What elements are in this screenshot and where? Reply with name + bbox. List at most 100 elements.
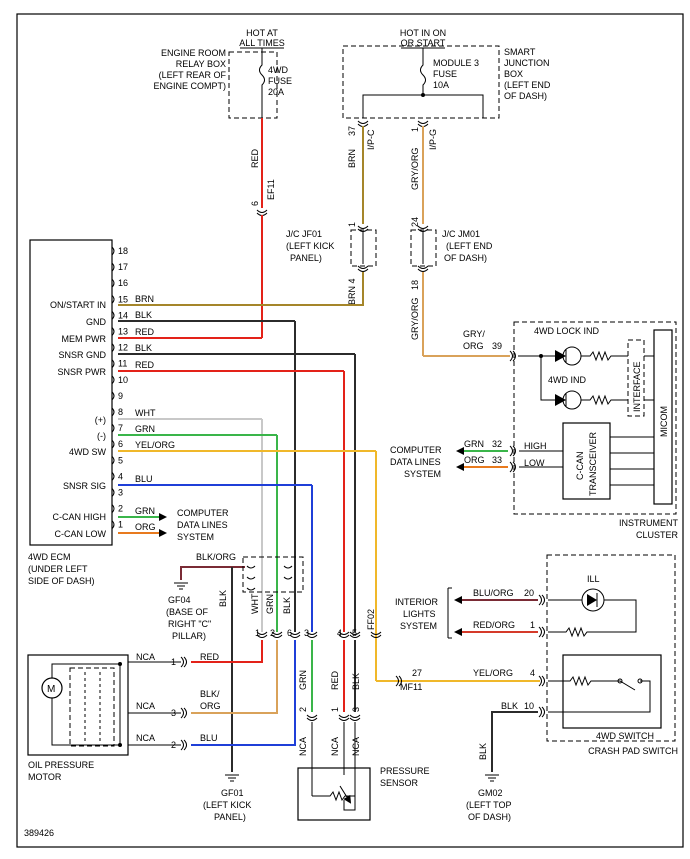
blk-org-label: BLK/ORG [196,552,236,562]
svg-text:HOT IN ON: HOT IN ON [400,28,446,38]
ecm-pin-8: 8 [118,407,123,417]
ecm-pin-mark [111,343,115,352]
svg-text:1: 1 [255,628,260,638]
svg-text:INTERIOR: INTERIOR [395,597,439,607]
fuse-4wd-icon [259,48,265,118]
ecm-title: 4WD ECM (UNDER LEFT SIDE OF DASH) [28,552,95,586]
instrument-cluster [513,321,677,515]
svg-text:SIDE OF DASH): SIDE OF DASH) [28,576,95,586]
svg-text:MEM PWR: MEM PWR [62,334,107,344]
connector-mf11-icon [395,675,402,687]
gf04-label: GF04 (BASE OF RIGHT "C" PILLAR) [166,595,211,641]
ecm-pin-6: 6 [118,439,123,449]
resistor-lock-icon [581,350,628,362]
svg-text:MOTOR: MOTOR [28,772,62,782]
ff02-pin-mark [338,631,350,638]
ecm-pin-4: 4 [118,471,123,481]
svg-text:BRN: BRN [347,149,357,168]
ecm-pin-7: 7 [118,423,123,433]
4wd-switch-label: 4WD SWITCH [596,731,654,741]
svg-text:3: 3 [304,628,309,638]
ecm-pin-mark [111,359,115,369]
pin-37: 37 [347,126,357,136]
ecm-pin-mark [111,504,115,513]
svg-text:SYSTEM: SYSTEM [177,532,214,542]
hot-at-all-times-label: HOT AT ALL TIMES [239,28,285,48]
svg-text:ORG: ORG [463,341,484,351]
ecm-pin-10: 10 [118,375,128,385]
ecm-pin-mark [111,262,115,272]
svg-text:BLU/ORG: BLU/ORG [473,588,514,598]
svg-text:SYSTEM: SYSTEM [400,621,437,631]
svg-text:GRY/ORG: GRY/ORG [410,298,420,340]
svg-text:20A: 20A [268,87,284,97]
svg-text:C-CAN LOW: C-CAN LOW [55,529,107,539]
pin-ipc: I/P-C [366,129,376,150]
svg-text:(+): (+) [95,415,106,425]
fuse-module3-icon [420,48,426,95]
crash-pad-switch-title: CRASH PAD SWITCH [588,746,678,756]
interior-lights-label: INTERIOR LIGHTS SYSTEM [395,597,439,631]
svg-text:BLU: BLU [200,733,218,743]
cluster-title: INSTRUMENT CLUSTER [619,518,678,540]
svg-text:GRN: GRN [265,594,275,614]
svg-text:(UNDER LEFT: (UNDER LEFT [28,564,88,574]
ecm-pin-mark [111,327,115,336]
svg-text:4WD ECM: 4WD ECM [28,552,71,562]
pin-1: 1 [410,127,420,132]
connector-ef11-icon [256,209,268,216]
ecm-pin-5: 5 [118,455,123,465]
svg-text:3: 3 [171,708,176,718]
svg-text:(LEFT END: (LEFT END [446,241,493,251]
svg-text:1: 1 [171,657,176,667]
svg-text:BLK: BLK [478,743,488,760]
ff02-pin-mark [271,631,283,638]
svg-text:GF01: GF01 [221,788,244,798]
svg-text:HIGH: HIGH [524,441,547,451]
svg-text:4: 4 [337,628,342,638]
svg-text:TRANSCEIVER: TRANSCEIVER [588,431,598,496]
svg-text:(LEFT KICK: (LEFT KICK [203,800,251,810]
ecm-wire-labels: BRN BLK RED BLK RED WHT GRN YEL/ORG BLU … [135,294,175,532]
svg-text:(LEFT END: (LEFT END [504,80,551,90]
smart-junction-box [342,45,500,119]
ff02-pin-mark [306,631,318,638]
svg-text:DATA LINES: DATA LINES [177,520,228,530]
svg-text:INTERFACE: INTERFACE [632,361,642,412]
motor-icon: M [41,677,63,699]
pressure-sensor-box [297,767,371,821]
svg-text:BLK: BLK [135,310,152,320]
diagram-id: 389426 [24,828,54,838]
svg-text:1: 1 [530,620,535,630]
svg-text:JUNCTION: JUNCTION [504,58,550,68]
svg-text:RED/ORG: RED/ORG [473,620,515,630]
svg-text:BLK: BLK [282,597,292,614]
svg-text:OF DASH): OF DASH) [444,253,487,263]
svg-text:ON/START IN: ON/START IN [50,300,106,310]
svg-text:LIGHTS: LIGHTS [403,609,436,619]
ecm-pin-mark [111,407,115,417]
svg-text:MODULE 3: MODULE 3 [433,58,479,68]
sensor-resistor-icon [312,790,356,811]
svg-text:5: 5 [352,628,357,638]
engine-room-relay-box [228,51,278,119]
hot-in-on-label: HOT IN ON OR START [400,28,446,48]
svg-text:BLU: BLU [135,474,153,484]
svg-text:BLK: BLK [218,590,228,607]
svg-text:GRN: GRN [135,424,155,434]
micom-box [653,329,673,505]
oil-motor-title: OIL PRESSURE MOTOR [28,760,94,782]
svg-text:ORG: ORG [200,701,221,711]
ecm-pin-mark [111,391,115,401]
pin-ipg: I/P-G [428,129,438,150]
ff02-pin-mark [256,631,268,638]
svg-text:MF11: MF11 [400,682,422,692]
ecm-pin-mark [111,439,115,449]
ecm-pin-mark [111,423,115,433]
ff02-pin-mark [289,631,301,638]
svg-text:GRY/ORG: GRY/ORG [410,148,420,190]
ecm-pin-11: 11 [118,359,127,369]
connector-39-icon [509,350,516,362]
svg-text:4WD: 4WD [268,65,289,75]
svg-text:SNSR GND: SNSR GND [58,350,106,360]
